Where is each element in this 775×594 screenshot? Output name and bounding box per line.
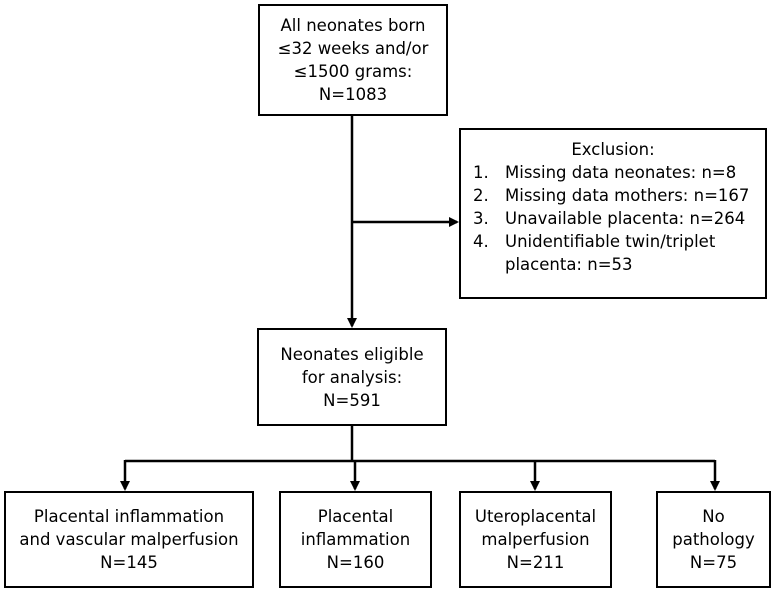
exclusion-item: 2. Missing data mothers: n=167: [469, 184, 757, 207]
box-text-line: No: [702, 507, 725, 526]
exclusion-item-text: Unavailable placenta: n=264: [505, 209, 746, 228]
box-text-line: pathology: [672, 530, 755, 549]
exclusion-box: Exclusion: 1. Missing data neonates: n=8…: [459, 128, 767, 299]
box-text-line: N=160: [326, 553, 385, 572]
all-neonates-box: All neonates born ≤32 weeks and/or ≤1500…: [258, 4, 448, 116]
box-text-line: Placental: [317, 507, 394, 526]
group-no-pathology-box: No pathology N=75: [656, 491, 771, 588]
exclusion-item-number: 1.: [473, 163, 489, 182]
group-inflammation-and-malperfusion-box: Placental inflammation and vascular malp…: [4, 491, 254, 588]
box-text-line: ≤1500 grams:: [293, 62, 413, 81]
box-text-line: All neonates born: [280, 16, 426, 35]
group-placental-inflammation-box: Placental inflammation N=160: [279, 491, 432, 588]
box-text-line: N=145: [100, 553, 158, 572]
box-text-line: and vascular malperfusion: [19, 530, 239, 549]
box-text-line: N=591: [323, 390, 381, 410]
exclusion-item-text: Missing data neonates: n=8: [505, 163, 737, 182]
box-text-line: Neonates eligible: [280, 344, 424, 364]
exclusion-item-text: Missing data mothers: n=167: [505, 186, 750, 205]
box-text-line: N=211: [506, 553, 565, 572]
box-text-line: N=75: [689, 553, 738, 572]
exclusion-item: 4. Unidentifiable twin/triplet placenta:…: [469, 230, 757, 276]
exclusion-item: 3. Unavailable placenta: n=264: [469, 207, 757, 230]
exclusion-item-number: 2.: [473, 186, 489, 205]
exclusion-title: Exclusion:: [571, 140, 655, 159]
exclusion-item-number: 3.: [473, 209, 489, 228]
exclusion-item: 1. Missing data neonates: n=8: [469, 161, 757, 184]
box-text-line: Uteroplacental: [474, 507, 597, 526]
exclusion-item-number: 4.: [473, 232, 489, 251]
box-text-line: inflammation: [300, 530, 411, 549]
eligible-neonates-box: Neonates eligible for analysis: N=591: [257, 328, 447, 426]
box-text-line: ≤32 weeks and/or: [277, 39, 429, 58]
box-text-line: Placental inflammation: [33, 507, 225, 526]
exclusion-item-text: Unidentifiable twin/triplet placenta: n=…: [505, 232, 716, 274]
box-text-line: for analysis:: [301, 367, 403, 387]
group-uteroplacental-malperfusion-box: Uteroplacental malperfusion N=211: [459, 491, 612, 588]
box-text-line: N=1083: [318, 85, 388, 104]
box-text-line: malperfusion: [481, 530, 590, 549]
